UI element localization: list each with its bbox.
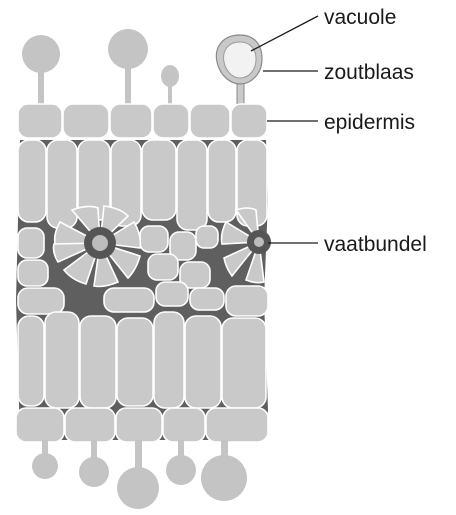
lower-palisade-cells xyxy=(18,312,266,408)
label-salt-bladder: zoutblaas xyxy=(324,61,414,84)
salt-bladder-lower-5 xyxy=(201,440,247,501)
salt-bladder-upper-1 xyxy=(22,35,60,104)
label-vascular-bundle: vaatbundel xyxy=(324,233,427,256)
vacuole xyxy=(224,42,256,78)
label-vacuole: vacuole xyxy=(324,6,396,29)
salt-bladder-lower-4 xyxy=(166,440,196,485)
lower-epidermis xyxy=(16,408,268,442)
lower-salt-bladders xyxy=(32,440,247,509)
salt-bladder-highlighted xyxy=(216,35,262,106)
label-epidermis: epidermis xyxy=(324,111,415,134)
salt-bladder-lower-2 xyxy=(79,440,109,487)
upper-salt-bladders xyxy=(22,29,179,104)
salt-bladder-lower-1 xyxy=(32,440,58,479)
salt-bladder-upper-3 xyxy=(161,65,179,104)
salt-bladder-lower-3 xyxy=(117,440,159,509)
upper-epidermis xyxy=(18,104,267,138)
salt-bladder-upper-2 xyxy=(108,29,148,104)
leader-vacuole xyxy=(251,16,318,51)
